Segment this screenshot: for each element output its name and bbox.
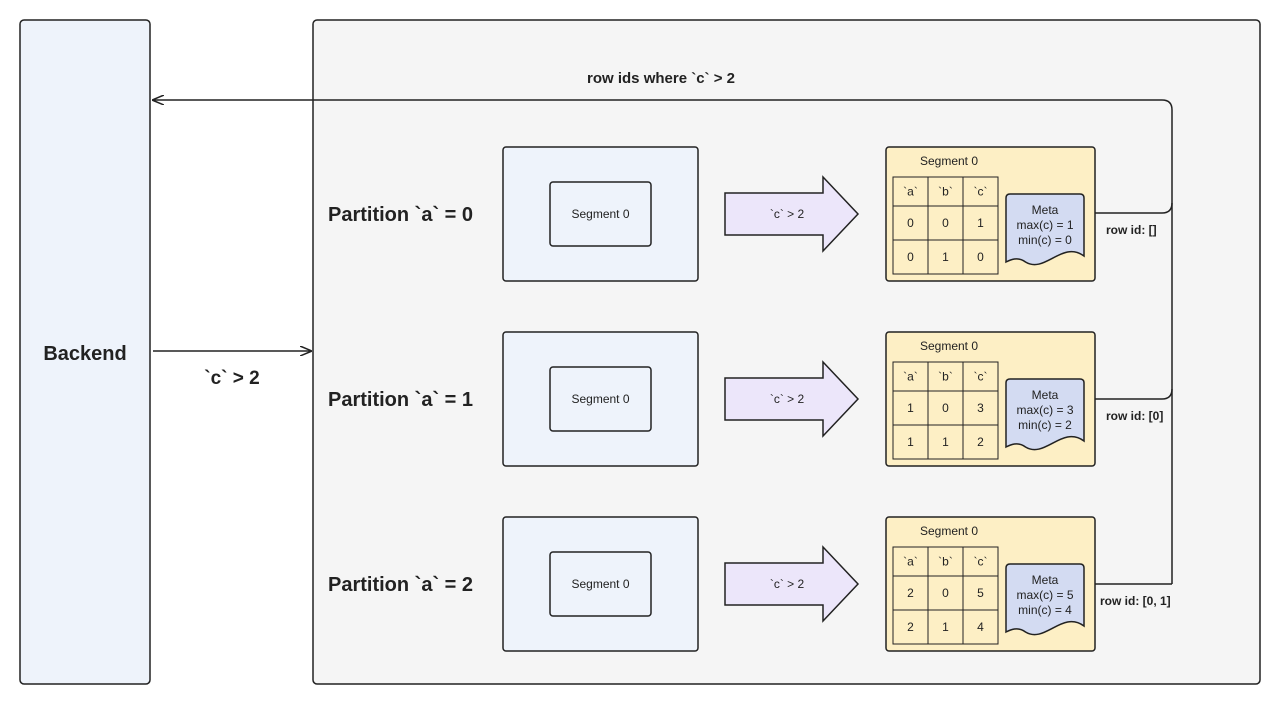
table-header-cell: `c`	[974, 555, 988, 569]
filter-arrow	[724, 545, 860, 623]
row-id-label: row id: []	[1106, 223, 1157, 237]
row-id-label: row id: [0]	[1106, 409, 1163, 423]
row-id-label: row id: [0, 1]	[1100, 594, 1171, 608]
data-table	[892, 176, 999, 275]
table-cell: 0	[907, 216, 914, 230]
filter-condition: `c` > 2	[770, 577, 805, 591]
segment-box	[549, 366, 652, 432]
segment-detail-title: Segment 0	[920, 154, 978, 168]
table-cell: 3	[977, 401, 984, 415]
return-label: row ids where `c` > 2	[587, 70, 735, 87]
data-table	[892, 361, 999, 460]
partition-label: Partition `a` = 0	[328, 204, 473, 226]
table-header-cell: `b`	[938, 555, 953, 569]
segment-label: Segment 0	[571, 207, 629, 221]
row-id-connector	[1095, 202, 1173, 214]
meta-max: max(c) = 3	[1016, 403, 1073, 417]
table-cell: 5	[977, 586, 984, 600]
meta-document	[1005, 193, 1085, 266]
meta-title: Meta	[1032, 573, 1059, 587]
table-cell: 2	[907, 620, 914, 634]
backend-label: Backend	[43, 343, 126, 365]
meta-title: Meta	[1032, 203, 1059, 217]
table-cell: 2	[907, 586, 914, 600]
segment-label: Segment 0	[571, 392, 629, 406]
table-cell: 1	[942, 620, 949, 634]
table-cell: 1	[907, 401, 914, 415]
segment-detail-title: Segment 0	[920, 524, 978, 538]
table-header-cell: `b`	[938, 185, 953, 199]
partition-row: Partition `a` = 1 Segment 0 `c` > 2 Segment…	[328, 331, 1173, 467]
filter-condition: `c` > 2	[770, 207, 805, 221]
row-id-connector	[1095, 388, 1173, 400]
query-label: `c` > 2	[204, 368, 259, 389]
segment-detail-title: Segment 0	[920, 339, 978, 353]
table-cell: 0	[907, 250, 914, 264]
meta-document	[1005, 378, 1085, 451]
table-cell: 4	[977, 620, 984, 634]
filter-condition: `c` > 2	[770, 392, 805, 406]
return-arrow	[153, 100, 1173, 584]
table-cell: 1	[907, 435, 914, 449]
table-header-cell: `a`	[903, 555, 918, 569]
partition-row: Partition `a` = 2 Segment 0 `c` > 2 Segment…	[328, 516, 1172, 652]
meta-min: min(c) = 4	[1018, 603, 1072, 617]
filter-arrow	[724, 360, 860, 438]
partition-label: Partition `a` = 2	[328, 574, 473, 596]
meta-max: max(c) = 5	[1016, 588, 1073, 602]
partition-label: Partition `a` = 1	[328, 389, 473, 411]
meta-min: min(c) = 0	[1018, 233, 1072, 247]
table-cell: 0	[942, 401, 949, 415]
table-cell: 0	[942, 216, 949, 230]
table-cell: 1	[942, 435, 949, 449]
table-cell: 0	[942, 586, 949, 600]
table-cell: 1	[977, 216, 984, 230]
table-header-cell: `c`	[974, 185, 988, 199]
table-cell: 1	[942, 250, 949, 264]
table-cell: 0	[977, 250, 984, 264]
partitions-layer: Partition `a` = 0 Segment 0 `c` > 2 Segment…	[328, 146, 1173, 652]
data-table	[892, 546, 999, 645]
segment-label: Segment 0	[571, 577, 629, 591]
meta-document	[1005, 563, 1085, 636]
table-header-cell: `c`	[974, 370, 988, 384]
filter-arrow	[724, 175, 860, 253]
segment-box	[549, 181, 652, 247]
table-header-cell: `b`	[938, 370, 953, 384]
meta-max: max(c) = 1	[1016, 218, 1073, 232]
table-cell: 2	[977, 435, 984, 449]
segment-box	[549, 551, 652, 617]
table-header-cell: `a`	[903, 370, 918, 384]
meta-title: Meta	[1032, 388, 1059, 402]
table-header-cell: `a`	[903, 185, 918, 199]
partition-row: Partition `a` = 0 Segment 0 `c` > 2 Segment…	[328, 146, 1173, 282]
backend-box	[19, 19, 151, 685]
meta-min: min(c) = 2	[1018, 418, 1072, 432]
